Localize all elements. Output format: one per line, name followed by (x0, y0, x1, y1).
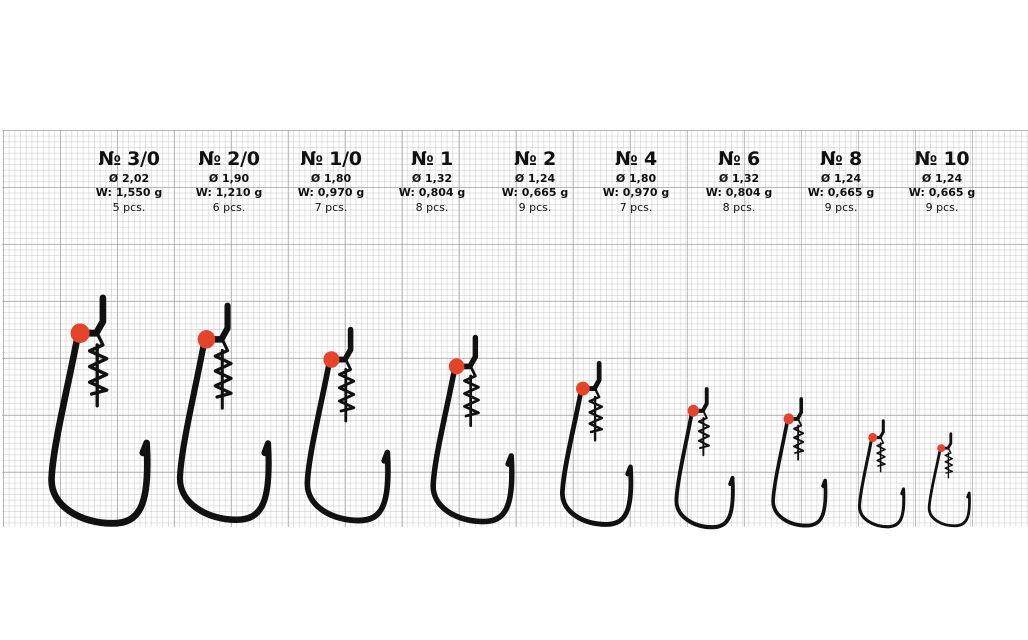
hook-spec-6: № 6 Ø 1,32 W: 0,804 g 8 pcs. (684, 146, 794, 215)
hook-icon-1 (433, 338, 512, 522)
hook-pieces: 8 pcs. (415, 201, 449, 214)
hook-spec-4: № 4 Ø 1,80 W: 0,970 g 7 pcs. (581, 146, 691, 215)
hook-weight: W: 0,665 g (501, 186, 569, 199)
hook-pieces: 9 pcs. (925, 201, 959, 214)
hook-spec-10: № 10 Ø 1,24 W: 0,665 g 9 pcs. (887, 146, 997, 215)
hook-spec-3-0: № 3/0 Ø 2,02 W: 1,550 g 5 pcs. (74, 146, 184, 215)
hook-weight: W: 0,970 g (602, 186, 670, 199)
hook-weight: W: 0,665 g (908, 186, 976, 199)
hook-icon-4 (676, 389, 732, 527)
hook-pieces: 7 pcs. (314, 201, 348, 214)
hook-weight: W: 0,970 g (297, 186, 365, 199)
hook-size: № 1 (411, 148, 453, 170)
hook-pieces: 7 pcs. (619, 201, 653, 214)
hook-icon-3-0 (52, 298, 148, 523)
hook-icon-8 (857, 419, 906, 529)
hook-icon-2-0 (180, 306, 269, 520)
hook-diameter: Ø 1,80 (615, 172, 657, 185)
hook-size: № 8 (820, 148, 862, 170)
hook-spec-1: № 1 Ø 1,32 W: 0,804 g 8 pcs. (377, 146, 487, 215)
hook-pieces: 8 pcs. (722, 201, 756, 214)
hook-icon-2 (562, 363, 631, 524)
hook-pieces: 9 pcs. (824, 201, 858, 214)
hook-diameter: Ø 1,24 (921, 172, 963, 185)
hook-diameter: Ø 1,32 (411, 172, 453, 185)
hook-spec-2-0: № 2/0 Ø 1,90 W: 1,210 g 6 pcs. (174, 146, 284, 215)
hook-diameter: Ø 2,02 (108, 172, 150, 185)
hook-pieces: 6 pcs. (212, 201, 246, 214)
hook-icon-10 (927, 432, 971, 528)
hook-diameter: Ø 1,80 (310, 172, 352, 185)
hook-weight: W: 1,550 g (95, 186, 163, 199)
hook-size: № 10 (914, 148, 970, 170)
hook-pieces: 9 pcs. (518, 201, 552, 214)
hook-weight: W: 0,804 g (398, 186, 466, 199)
hook-icon-1-0 (307, 330, 388, 521)
hook-size: № 2/0 (198, 148, 260, 170)
hook-pieces: 5 pcs. (112, 201, 146, 214)
hook-weight: W: 1,210 g (195, 186, 263, 199)
hook-spec-8: № 8 Ø 1,24 W: 0,665 g 9 pcs. (786, 146, 896, 215)
hook-diameter: Ø 1,90 (208, 172, 250, 185)
hook-icon-6 (771, 397, 828, 528)
hook-diameter: Ø 1,24 (820, 172, 862, 185)
hook-size: № 1/0 (300, 148, 362, 170)
hook-size: № 2 (514, 148, 556, 170)
hook-spec-2: № 2 Ø 1,24 W: 0,665 g 9 pcs. (480, 146, 590, 215)
hook-spec-1-0: № 1/0 Ø 1,80 W: 0,970 g 7 pcs. (276, 146, 386, 215)
graph-paper-background (2, 130, 1028, 527)
hook-size: № 3/0 (98, 148, 160, 170)
hook-weight: W: 0,665 g (807, 186, 875, 199)
hook-size: № 4 (615, 148, 657, 170)
hook-weight: W: 0,804 g (705, 186, 773, 199)
hook-size: № 6 (718, 148, 760, 170)
hook-diameter: Ø 1,24 (514, 172, 556, 185)
hook-diameter: Ø 1,32 (718, 172, 760, 185)
